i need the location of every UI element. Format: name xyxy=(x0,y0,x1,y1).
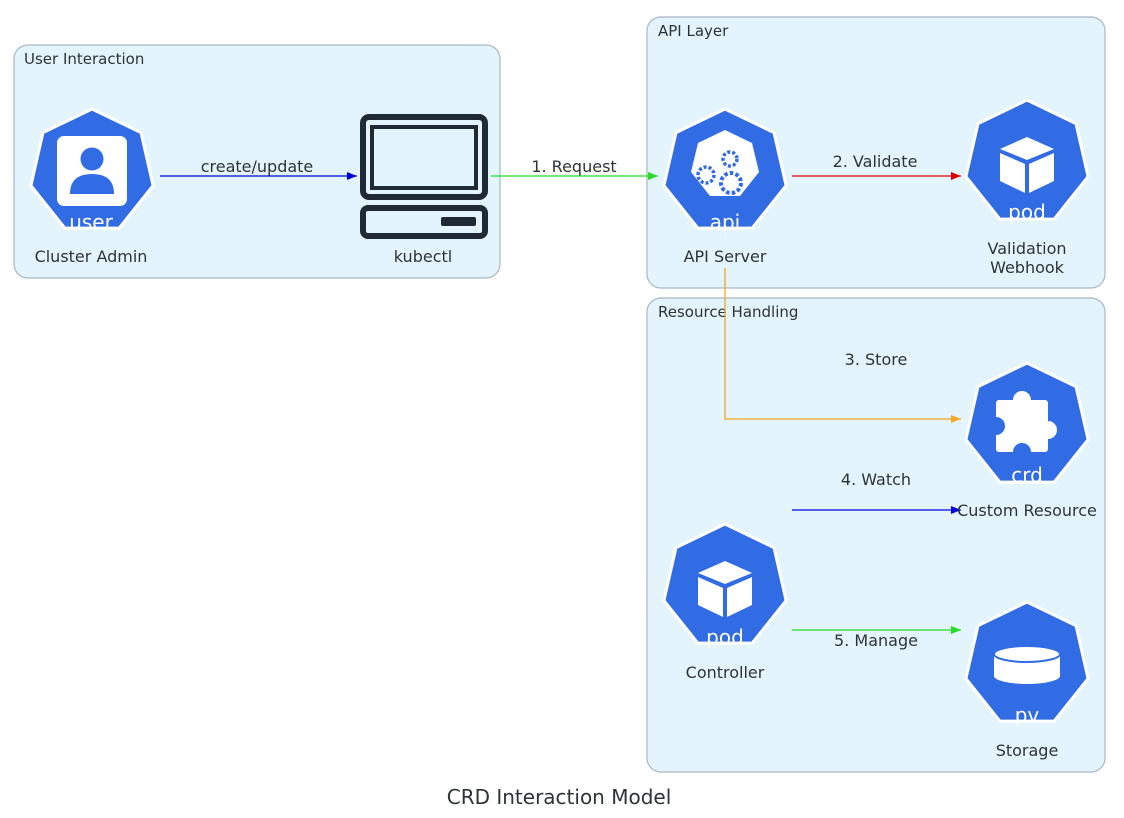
node-validation-webhook-icon-text: pod xyxy=(1008,200,1046,224)
edge-validate-label: 2. Validate xyxy=(833,152,918,171)
node-api-server-label: API Server xyxy=(684,247,767,266)
node-controller[interactable]: pod Controller xyxy=(662,522,788,682)
cluster-api-layer-box xyxy=(646,16,1106,289)
node-kubectl-label: kubectl xyxy=(394,247,452,266)
node-storage[interactable]: pv Storage xyxy=(964,600,1090,760)
edge-request: 1. Request xyxy=(491,157,658,180)
puzzle-icon xyxy=(987,391,1057,461)
node-custom-resource[interactable]: crd Custom Resource xyxy=(957,361,1097,520)
cluster-user-interaction: User Interaction xyxy=(13,44,501,279)
node-cluster-admin-label: Cluster Admin xyxy=(35,247,148,266)
edge-validate: 2. Validate xyxy=(792,152,961,180)
cluster-user-interaction-box xyxy=(13,44,501,279)
cluster-user-interaction-label: User Interaction xyxy=(24,50,144,68)
cluster-api-layer: API Layer xyxy=(646,16,1106,289)
node-controller-icon-text: pod xyxy=(706,625,744,649)
cluster-api-layer-label: API Layer xyxy=(658,22,729,40)
edge-watch-label: 4. Watch xyxy=(841,470,911,489)
edge-create-update: create/update xyxy=(160,157,357,180)
edge-create-update-label: create/update xyxy=(201,157,314,176)
edge-store-line xyxy=(724,268,961,423)
node-api-server[interactable]: api API Server xyxy=(662,107,788,266)
node-custom-resource-icon-text: crd xyxy=(1011,463,1043,487)
node-cluster-admin-icon-text: user xyxy=(69,210,113,234)
node-storage-label: Storage xyxy=(996,741,1059,760)
node-kubectl[interactable]: kubectl xyxy=(360,114,488,266)
node-validation-webhook-label-line1: Validation xyxy=(987,239,1066,258)
diagram-title: CRD Interaction Model xyxy=(447,785,672,809)
node-api-server-icon-text: api xyxy=(710,210,741,234)
edge-store-label: 3. Store xyxy=(845,350,908,369)
laptop-icon xyxy=(360,114,488,239)
node-validation-webhook-label-line2: Webhook xyxy=(990,258,1065,277)
node-storage-icon-text: pv xyxy=(1015,703,1040,727)
edge-request-label: 1. Request xyxy=(531,157,616,176)
node-controller-label: Controller xyxy=(686,663,765,682)
cube-icon xyxy=(698,561,752,617)
edge-watch: 4. Watch xyxy=(792,470,961,514)
cluster-resource-handling-label: Resource Handling xyxy=(658,303,798,321)
edge-manage: 5. Manage xyxy=(792,626,961,650)
node-cluster-admin[interactable]: user Cluster Admin xyxy=(29,107,155,266)
gears-icon xyxy=(691,130,759,196)
node-custom-resource-label: Custom Resource xyxy=(957,501,1097,520)
user-icon xyxy=(57,136,127,206)
cube-icon xyxy=(1000,137,1054,193)
edge-store: 3. Store xyxy=(724,268,961,423)
cylinder-icon xyxy=(993,645,1061,684)
node-validation-webhook[interactable]: pod Validation Webhook xyxy=(964,98,1090,277)
edge-manage-label: 5. Manage xyxy=(834,631,918,650)
